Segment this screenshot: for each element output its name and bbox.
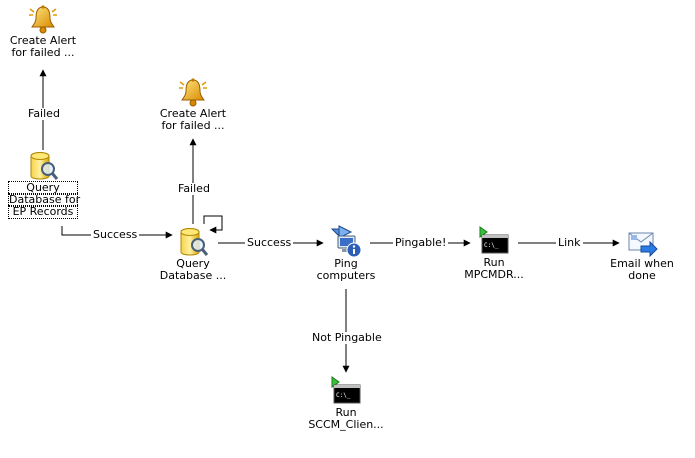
node-label: for failed ...: [11, 46, 75, 59]
node-label: for failed ...: [161, 119, 225, 132]
node-label: Database ...: [159, 269, 227, 282]
node-label: Email when: [610, 257, 674, 270]
edge-label-pingable[interactable]: Pingable!: [393, 236, 449, 249]
svg-text:C:\_: C:\_: [484, 242, 499, 249]
edge-query2-self-loop[interactable]: [203, 215, 223, 234]
node-email-when-done[interactable]: Email when done: [606, 226, 678, 282]
bell-icon: [179, 78, 207, 107]
command-prompt-icon: C:\_: [331, 376, 361, 404]
node-label: Run: [483, 256, 505, 269]
edge-label-not-pingable[interactable]: Not Pingable: [310, 331, 384, 344]
node-label: Create Alert: [9, 34, 77, 47]
node-run-sccm-client[interactable]: C:\_ Run SCCM_Clien...: [304, 375, 388, 431]
node-query-database[interactable]: Query Database ...: [158, 226, 228, 282]
node-label: Query: [176, 257, 210, 270]
ping-computer-icon: [330, 225, 362, 258]
node-label: Ping: [334, 257, 358, 270]
node-label: done: [628, 269, 656, 282]
edge-label-link[interactable]: Link: [556, 236, 583, 249]
edge-label-failed[interactable]: Failed: [176, 182, 212, 195]
node-run-mpcmdr[interactable]: C:\_ Run MPCMDR...: [458, 225, 530, 281]
node-label: Query: [8, 181, 78, 195]
database-query-icon: [30, 152, 59, 180]
svg-text:C:\_: C:\_: [336, 392, 351, 399]
bell-icon: [29, 5, 57, 34]
edge-label-failed[interactable]: Failed: [26, 107, 62, 120]
node-ping-computers[interactable]: Ping computers: [311, 224, 381, 282]
email-icon: [628, 232, 658, 258]
node-label: EP Records: [8, 205, 78, 219]
node-label: Create Alert: [159, 107, 227, 120]
node-create-alert-2[interactable]: Create Alert for failed ...: [152, 76, 234, 132]
command-prompt-icon: C:\_: [479, 226, 509, 254]
node-label: computers: [316, 269, 376, 282]
node-query-database-ep-records[interactable]: Query Database for EP Records: [8, 150, 81, 219]
edge-label-success[interactable]: Success: [245, 236, 294, 249]
edge-label-success[interactable]: Success: [91, 228, 140, 241]
node-create-alert-1[interactable]: Create Alert for failed ...: [2, 3, 84, 59]
node-label: MPCMDR...: [464, 268, 524, 281]
database-query-icon: [180, 228, 209, 256]
node-label: Run: [335, 406, 357, 419]
node-label: SCCM_Clien...: [308, 418, 384, 431]
node-label: Database for: [8, 193, 81, 207]
